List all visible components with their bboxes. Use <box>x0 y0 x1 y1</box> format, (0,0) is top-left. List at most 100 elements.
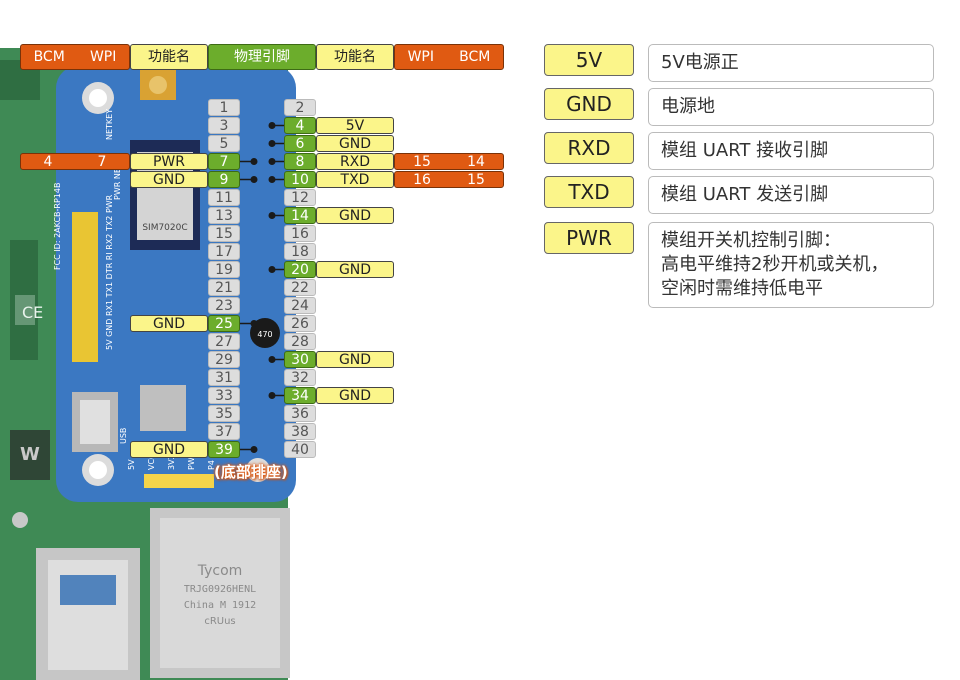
svg-text:W: W <box>20 444 40 465</box>
header-bcm-left: BCM <box>33 49 65 65</box>
pin-11: 11 <box>208 189 240 206</box>
pin-4: 4 <box>284 117 316 134</box>
eth-origin: China M 1912 <box>184 600 256 611</box>
pin-10-bcm: 15 <box>467 171 485 188</box>
cap-text: 470 <box>257 330 272 339</box>
fcc-text: FCC ID: 2AKCB-RP14B <box>53 183 62 270</box>
pin-26: 26 <box>284 315 316 332</box>
pin-row-text: 5V GND RX1 TX1 DTR RI RX2 TX2 PWR <box>105 194 114 350</box>
header-wpi-bcm-right: WPI BCM <box>394 44 504 70</box>
header-bcm-right: BCM <box>459 49 491 65</box>
pin-20-function: GND <box>316 261 394 278</box>
pin-25-function: GND <box>130 315 208 332</box>
legend-desc-pwr: 模组开关机控制引脚： 高电平维持2秒开机或关机， 空闲时需维持低电平 <box>648 222 934 308</box>
pin-15: 15 <box>208 225 240 242</box>
pin-14-function: GND <box>316 207 394 224</box>
pin-20: 20 <box>284 261 316 278</box>
pin-16: 16 <box>284 225 316 242</box>
underside-header-note: (底部排座) <box>214 463 288 481</box>
pin-10-function: TXD <box>316 171 394 188</box>
legend-key-rxd: RXD <box>544 132 634 164</box>
pin-40: 40 <box>284 441 316 458</box>
pin-39-function: GND <box>130 441 208 458</box>
jumper-label: 3V3 <box>167 454 176 470</box>
pin-10: 10 <box>284 171 316 188</box>
pin-34: 34 <box>284 387 316 404</box>
pin-28: 28 <box>284 333 316 350</box>
pin-8-wpi: 15 <box>413 153 431 170</box>
pin-27: 27 <box>208 333 240 350</box>
usb-text: USB <box>119 428 128 444</box>
jumper-label: P4 <box>207 460 216 470</box>
pin-12: 12 <box>284 189 316 206</box>
pin-31: 31 <box>208 369 240 386</box>
legend-desc-gnd: 电源地 <box>648 88 934 126</box>
jumper-label: PWR <box>187 451 196 470</box>
pin-36: 36 <box>284 405 316 422</box>
module-text: SIM7020C <box>142 223 187 233</box>
pin-22: 22 <box>284 279 316 296</box>
pin-9: 9 <box>208 171 240 188</box>
legend-key-gnd: GND <box>544 88 634 120</box>
pin-6: 6 <box>284 135 316 152</box>
pwr-net-text: PWR NET <box>113 163 122 200</box>
pin-18: 18 <box>284 243 316 260</box>
pin-2: 2 <box>284 99 316 116</box>
pin-21: 21 <box>208 279 240 296</box>
pin-4-function: 5V <box>316 117 394 134</box>
pin-7-function: PWR <box>130 153 208 170</box>
pin-24: 24 <box>284 297 316 314</box>
eth-cert: cRUus <box>204 616 235 627</box>
pin-39: 39 <box>208 441 240 458</box>
pin-34-function: GND <box>316 387 394 404</box>
legend-desc-5v: 5V电源正 <box>648 44 934 82</box>
netkey-text: NETKEY <box>105 109 114 140</box>
pin-10-wpi: 16 <box>413 171 431 188</box>
pin-29: 29 <box>208 351 240 368</box>
pin-6-function: GND <box>316 135 394 152</box>
pin-30-function: GND <box>316 351 394 368</box>
pin-25: 25 <box>208 315 240 332</box>
pin-13: 13 <box>208 207 240 224</box>
svg-text:CE: CE <box>22 303 43 322</box>
pin-8-function: RXD <box>316 153 394 170</box>
legend-key-5v: 5V <box>544 44 634 76</box>
pin-9-function: GND <box>130 171 208 188</box>
legend-key-txd: TXD <box>544 176 634 208</box>
pin-7-wpi: 7 <box>97 153 107 170</box>
pin-32: 32 <box>284 369 316 386</box>
header-wpi-right: WPI <box>407 49 434 65</box>
legend-desc-rxd: 模组 UART 接收引脚 <box>648 132 934 170</box>
header-func-left: 功能名 <box>130 44 208 70</box>
legend-key-pwr: PWR <box>544 222 634 254</box>
pin-8: 8 <box>284 153 316 170</box>
pin-38: 38 <box>284 423 316 440</box>
eth-model: TRJG0926HENL <box>184 584 256 595</box>
pin-30: 30 <box>284 351 316 368</box>
pin-7: 7 <box>208 153 240 170</box>
pin-19: 19 <box>208 261 240 278</box>
pin-7-bcm: 4 <box>43 153 53 170</box>
pin-5: 5 <box>208 135 240 152</box>
jumper-label: VCC <box>147 453 156 470</box>
eth-brand: Tycom <box>197 563 243 579</box>
header-physical-pin: 物理引脚 <box>208 44 316 70</box>
pin-33: 33 <box>208 387 240 404</box>
pin-35: 35 <box>208 405 240 422</box>
header-wpi-left: WPI <box>89 49 117 65</box>
pin-23: 23 <box>208 297 240 314</box>
pin-14: 14 <box>284 207 316 224</box>
header-bcm-wpi-left: BCM WPI <box>20 44 130 70</box>
pin-37: 37 <box>208 423 240 440</box>
pin-1: 1 <box>208 99 240 116</box>
legend-desc-txd: 模组 UART 发送引脚 <box>648 176 934 214</box>
header-func-right: 功能名 <box>316 44 394 70</box>
pin-17: 17 <box>208 243 240 260</box>
pin-3: 3 <box>208 117 240 134</box>
jumper-label: 5V <box>127 459 136 470</box>
pin-8-bcm: 14 <box>467 153 485 170</box>
